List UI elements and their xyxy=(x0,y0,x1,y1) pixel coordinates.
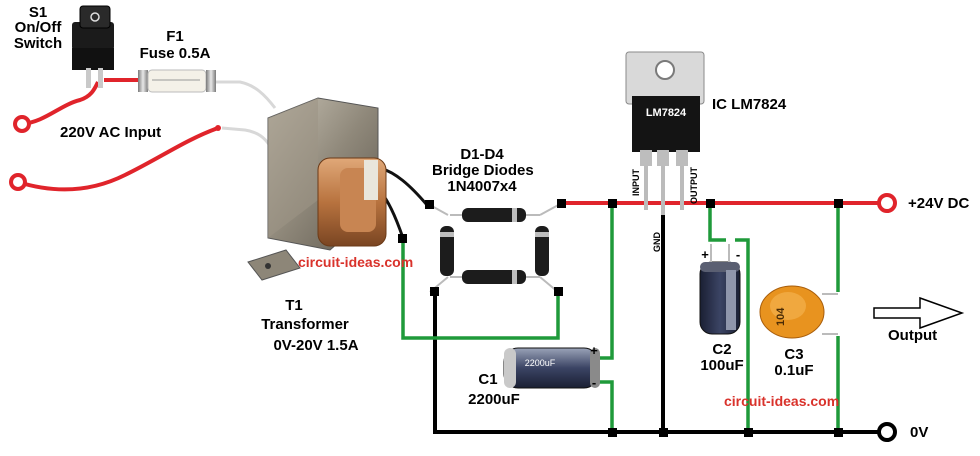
s1-name-2: Switch xyxy=(13,35,63,52)
t1-rating: 0V-20V 1.5A xyxy=(273,337,359,354)
c2-plus: + xyxy=(701,247,709,262)
regulator-icon xyxy=(625,51,705,166)
c1-minus: - xyxy=(592,375,596,390)
green-c1-pos xyxy=(598,203,614,360)
green-c1-neg xyxy=(598,380,614,432)
t1-name: Transformer xyxy=(261,316,349,333)
primary-wire-input-2 xyxy=(17,126,219,192)
ic-chip-text: LM7824 xyxy=(646,107,687,119)
diode-icon xyxy=(450,208,540,222)
primary-wire-switch xyxy=(21,81,100,126)
green-ac-loop xyxy=(401,238,560,340)
ic-name-label: IC LM7824 xyxy=(712,96,787,113)
s1-ref: S1 xyxy=(28,4,48,21)
ac-terminal-1 xyxy=(13,115,31,133)
terminals xyxy=(9,115,897,442)
terminal-plus24 xyxy=(877,193,897,213)
green-c2-neg xyxy=(735,238,750,432)
bridge-diodes xyxy=(429,202,563,293)
output-label: Output xyxy=(888,327,938,344)
arrow-icon xyxy=(873,296,965,330)
c1-ref: C1 xyxy=(478,371,498,388)
c2-value: 100uF xyxy=(700,357,744,374)
c2-minus: - xyxy=(736,247,740,262)
capacitor-icon xyxy=(503,347,600,389)
diodes-name: Bridge Diodes xyxy=(432,162,534,179)
s1-name-1: On/Off xyxy=(14,19,62,36)
capacitor-icon xyxy=(759,285,825,339)
t1-ref: T1 xyxy=(285,297,303,314)
c3-body-text: 104 xyxy=(775,307,787,326)
c3-ref: C3 xyxy=(784,346,804,363)
primary-wire-transformer-1 xyxy=(215,80,277,109)
ac-terminal-2 xyxy=(9,173,27,191)
terminal-0v xyxy=(877,422,897,442)
c1-body-text: 2200uF xyxy=(525,358,556,368)
capacitor-icon xyxy=(699,244,741,335)
diode-icon xyxy=(440,226,454,276)
fuse-icon xyxy=(138,69,216,93)
green-c2-pos xyxy=(708,203,726,242)
transformer-icon xyxy=(247,97,387,281)
c3-value: 0.1uF xyxy=(774,362,814,379)
diodes-part: 1N4007x4 xyxy=(447,178,517,195)
out-pos-label: +24V DC xyxy=(908,195,970,212)
watermark-1: circuit-ideas.com xyxy=(298,254,414,270)
pin-output-label: OUTPUT xyxy=(689,167,699,205)
ac-input-label: 220V AC Input xyxy=(60,124,162,141)
switch-icon xyxy=(72,5,114,88)
pin-input-label: INPUT xyxy=(631,168,641,196)
c1-value: 2200uF xyxy=(468,391,520,408)
out-gnd-label: 0V xyxy=(910,424,929,441)
watermark-2: circuit-ideas.com xyxy=(724,393,840,409)
f1-name: Fuse 0.5A xyxy=(139,45,211,62)
wire-end-1 xyxy=(215,125,221,131)
junction-nodes xyxy=(398,199,843,437)
primary-wire-transformer-2 xyxy=(221,126,272,147)
pin-gnd-label: GND xyxy=(652,232,662,253)
c1-plus: + xyxy=(590,343,598,358)
c2-ref: C2 xyxy=(712,341,732,358)
diodes-ref: D1-D4 xyxy=(460,146,504,163)
diode-icon xyxy=(450,270,540,284)
f1-ref: F1 xyxy=(166,28,184,45)
diode-icon xyxy=(535,226,549,276)
